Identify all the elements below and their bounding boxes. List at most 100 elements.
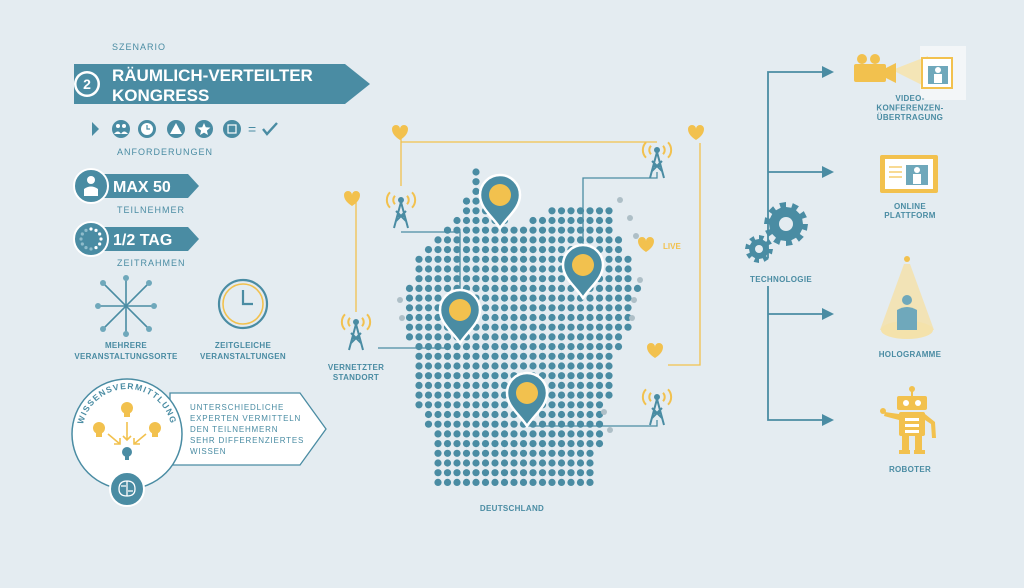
map-dot [576, 216, 585, 225]
map-dot [605, 265, 613, 273]
map-dot [462, 352, 471, 360]
star-icon [195, 120, 213, 138]
requirements-row: = [92, 120, 278, 138]
map-dot [500, 352, 509, 360]
map-dot [434, 362, 442, 370]
heartbeat-icon [344, 191, 360, 206]
network-icon [223, 120, 241, 138]
map-dot [614, 265, 623, 273]
map-dot [424, 255, 433, 263]
map-dot [481, 459, 490, 467]
map-dot [472, 352, 480, 360]
map-dot [472, 420, 480, 428]
map-dot [453, 381, 461, 389]
map-dot [519, 275, 528, 283]
map-dot [472, 469, 480, 477]
map-dot [424, 391, 433, 399]
map-dot [614, 294, 623, 302]
technology-video-label: KONFERENZEN- [876, 104, 943, 113]
map-dot [434, 469, 442, 477]
map-dot [415, 275, 423, 283]
map-dot [557, 381, 566, 389]
map-dot [605, 333, 613, 341]
map-dot [519, 226, 528, 234]
map-dot [415, 304, 423, 312]
venues-star-icon [95, 275, 157, 337]
map-dot [576, 440, 585, 448]
map-dot [548, 430, 556, 438]
events-label-line1: ZEITGLEICHE [215, 341, 272, 350]
map-dot [443, 343, 452, 351]
map-dot [500, 313, 509, 322]
map-dot [557, 294, 566, 302]
map-dot [567, 469, 575, 477]
map-dot [548, 275, 556, 283]
map-dot [481, 343, 490, 351]
map-dot [538, 246, 547, 254]
technology-arrows [822, 66, 834, 426]
technology-robot-label: ROBOTER [889, 465, 931, 474]
map-dot [633, 284, 642, 292]
map-dot [500, 420, 509, 428]
map-dot [443, 478, 452, 486]
map-dot [434, 391, 442, 399]
map-dot [491, 323, 499, 331]
knowledge-text-line: DEN TEILNEHMERN [190, 425, 278, 434]
map-dot [576, 236, 585, 244]
map-dot [605, 372, 613, 380]
map-dot [586, 469, 594, 477]
map-dot [453, 216, 461, 225]
map-dot [529, 275, 537, 283]
clock-dot [80, 242, 84, 246]
map-dot [529, 333, 537, 341]
map-dot [557, 401, 566, 409]
antenna-tower-icon [340, 313, 372, 351]
map-dot [605, 381, 613, 389]
map-dot [472, 236, 480, 244]
map-dot [443, 410, 452, 419]
map-dot [586, 343, 594, 351]
map-dot [462, 246, 471, 254]
map-dot-faded [399, 315, 405, 321]
map-dot [548, 352, 556, 360]
map-dot [500, 304, 509, 312]
map-dot [576, 207, 585, 215]
clock-dot [80, 232, 84, 236]
lightbulb-icons [93, 402, 161, 460]
map-dot [586, 391, 594, 399]
country-label: DEUTSCHLAND [480, 504, 544, 513]
map-dot [472, 478, 480, 486]
map-dot [548, 410, 556, 419]
map-dot [557, 440, 566, 448]
scenario-number: 2 [83, 76, 91, 92]
map-dot [567, 410, 575, 419]
map-dot [557, 207, 566, 215]
map-dot [481, 420, 490, 428]
map-dot [510, 420, 518, 428]
map-dot [510, 478, 518, 486]
map-dot [500, 440, 509, 448]
map-dot-faded [629, 315, 635, 321]
map-dot [415, 265, 423, 273]
map-dot [453, 449, 461, 457]
technology-platform-label: ONLINE [894, 202, 926, 211]
clock-dot [89, 227, 93, 231]
map-dot [529, 469, 537, 477]
map-dot [605, 255, 613, 263]
map-dot [586, 449, 594, 457]
map-dot [481, 381, 490, 389]
map-dot [519, 304, 528, 312]
map-dot [529, 430, 537, 438]
map-dot [595, 440, 604, 448]
map-dot [567, 352, 575, 360]
map-dot [529, 246, 537, 254]
map-dot [462, 343, 471, 351]
map-dot [472, 265, 480, 273]
map-dot [595, 236, 604, 244]
map-dot [472, 178, 480, 186]
map-dot [443, 284, 452, 292]
map-dot [462, 440, 471, 448]
map-dot [462, 449, 471, 457]
map-dot [567, 420, 575, 428]
map-dot [557, 313, 566, 322]
